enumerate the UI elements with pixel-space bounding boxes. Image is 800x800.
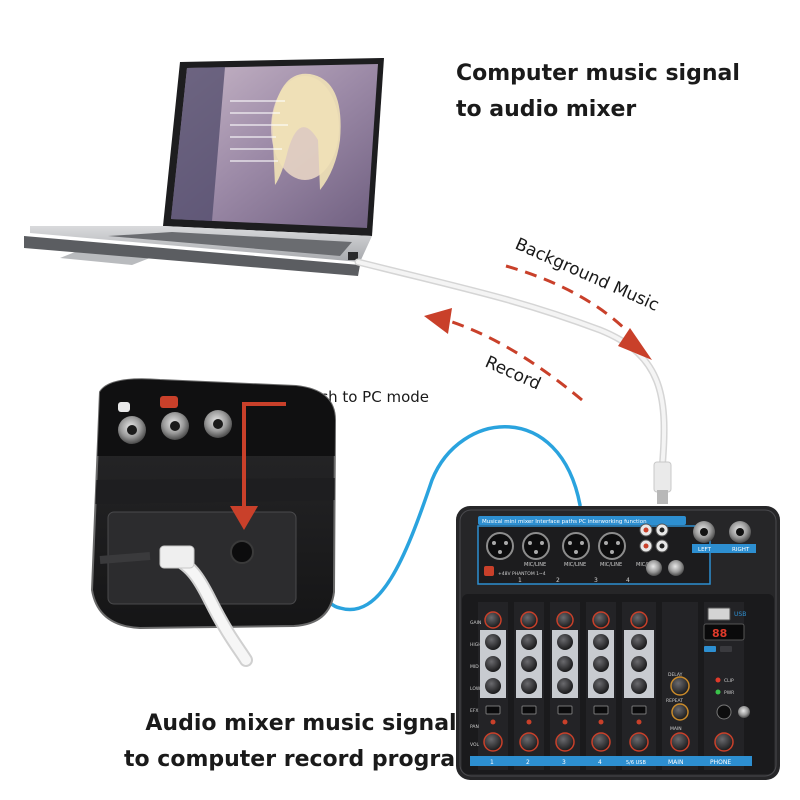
delay-knob[interactable] — [670, 676, 690, 696]
input-num-2: 2 — [556, 577, 560, 584]
output-left-label: LEFT — [698, 547, 712, 553]
mixer-top-strip — [478, 516, 686, 525]
input-num-4: 4 — [626, 577, 630, 584]
record-arrow — [424, 308, 583, 402]
knob-label-low: LOW — [470, 686, 481, 692]
input-num-3: 3 — [594, 577, 598, 584]
laptop-keyboard — [108, 232, 352, 256]
line-jack-r[interactable] — [668, 560, 684, 576]
power-led — [715, 689, 721, 695]
bottom-heading-line2: to computer record program — [124, 747, 478, 772]
eq-low-knobs[interactable] — [485, 678, 647, 694]
top-heading-line1: Computer music signal — [456, 61, 740, 86]
strip-label-3: 3 — [562, 759, 566, 766]
usb-port[interactable] — [707, 607, 731, 621]
artist-hair — [272, 73, 341, 190]
eq-high-knobs[interactable] — [485, 634, 647, 650]
knob-label-high: HIGH — [470, 642, 482, 648]
usb-cable — [354, 258, 672, 504]
record-label: Record — [482, 352, 544, 394]
strip-label-1: 1 — [490, 759, 494, 766]
side-label-main: MAIN — [670, 726, 682, 732]
input-label-1: MIC/LINE — [524, 562, 546, 568]
pc-mode-switch[interactable] — [230, 540, 254, 564]
repeat-knob[interactable] — [671, 703, 689, 721]
eq-mid-knobs[interactable] — [485, 656, 647, 672]
phone-jack[interactable] — [738, 706, 750, 718]
laptop-base — [24, 236, 360, 276]
switch-indicator-arrow — [242, 402, 286, 512]
xlr-input-1[interactable] — [486, 532, 514, 560]
strip-label-usb: 5/6 USB — [626, 760, 646, 766]
xlr-input-3[interactable] — [562, 532, 590, 560]
power-button[interactable] — [716, 704, 732, 720]
audio-mixer: Musical mini mixer Interface paths PC in… — [456, 506, 780, 780]
mp3-display-value: 88 — [712, 627, 727, 640]
knob-label-pan: PAN — [470, 724, 479, 730]
volume-knobs[interactable] — [483, 732, 734, 752]
side-label-delay: DELAY — [668, 672, 683, 678]
bluetooth-button[interactable] — [704, 646, 716, 652]
input-num-1: 1 — [518, 577, 522, 584]
peak-leds — [490, 719, 642, 725]
side-label-clip: CLIP — [724, 678, 734, 684]
usb-plug — [653, 461, 672, 493]
gain-knobs[interactable] — [484, 611, 648, 629]
xlr-input-2[interactable] — [522, 532, 550, 560]
top-heading: Computer music signal to audio mixer — [456, 56, 740, 128]
channel-label-strip — [470, 756, 752, 766]
mode-button[interactable] — [720, 646, 732, 652]
input-label-2: MIC/LINE — [564, 562, 586, 568]
clip-led — [715, 677, 721, 683]
strip-label-phone: PHONE — [710, 759, 731, 766]
efx-buttons[interactable] — [485, 705, 647, 715]
xlr-input-4[interactable] — [598, 532, 626, 560]
laptop-usb-port — [348, 252, 358, 260]
knob-label-efx: EFX — [470, 708, 479, 714]
output-right-label: RIGHT — [732, 547, 750, 553]
music-player-panel — [171, 67, 225, 221]
background-music-arrow — [505, 264, 652, 360]
strip-label-4: 4 — [598, 759, 602, 766]
knob-label-mid: MID — [470, 664, 479, 670]
line-jack-l[interactable] — [646, 560, 662, 576]
playlist-lines — [230, 100, 288, 162]
knob-label-gain: GAIN — [470, 620, 481, 626]
mp3-display — [703, 623, 745, 641]
phantom-label: +48V PHANTOM 1~4 — [498, 571, 546, 577]
bottom-heading: Audio mixer music signal to computer rec… — [124, 706, 478, 778]
rca-inputs[interactable] — [639, 523, 669, 553]
input-label-3: MIC/LINE — [600, 562, 622, 568]
strip-label-2: 2 — [526, 759, 530, 766]
bottom-heading-line1: Audio mixer music signal — [145, 711, 457, 736]
side-label-repeat: REPEAT — [666, 698, 683, 704]
mixer-top-strip-text: Musical mini mixer Interface paths PC in… — [482, 519, 647, 525]
laptop — [24, 58, 384, 276]
knob-label-vol: VOL — [470, 742, 480, 748]
top-heading-line2: to audio mixer — [456, 97, 637, 122]
side-label-pwr: PWR — [724, 690, 734, 696]
closeup-inset — [90, 378, 337, 667]
strip-label-main: MAIN — [668, 759, 684, 766]
usb-label: USB — [734, 611, 746, 618]
phantom-switch[interactable] — [484, 566, 494, 576]
